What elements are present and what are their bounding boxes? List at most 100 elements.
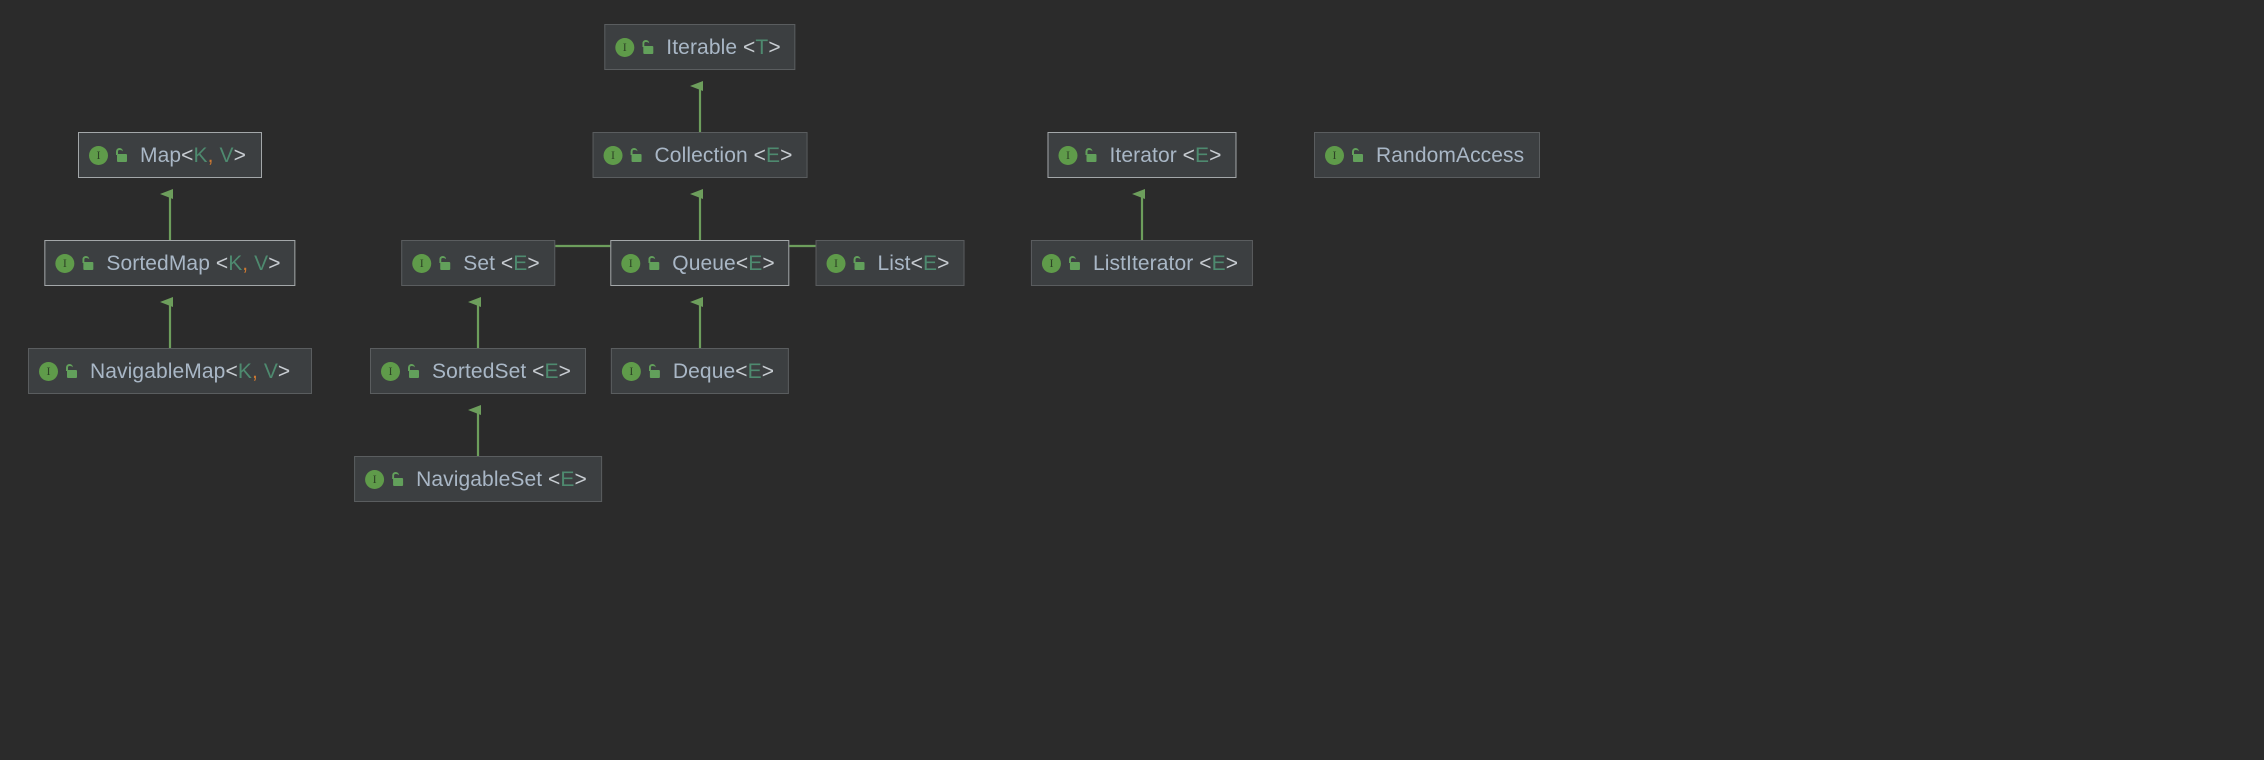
node-icon-group: I	[412, 253, 451, 273]
interface-icon: I	[1058, 145, 1078, 165]
node-icon-group: I	[615, 37, 654, 57]
node-label: NavigableMap<K, V>	[90, 361, 290, 382]
node-icon-group: I	[89, 145, 128, 165]
public-unlocked-icon	[114, 147, 128, 163]
node-type-name: NavigableSet	[416, 467, 543, 491]
generic-open-bracket: <	[1199, 251, 1212, 275]
interface-icon: I	[365, 469, 385, 489]
node-type-name: Collection	[654, 143, 748, 167]
generic-param: E	[544, 359, 559, 383]
public-unlocked-icon	[437, 255, 451, 271]
generic-param: E	[922, 251, 938, 275]
node-type-name: Iterator	[1109, 143, 1177, 167]
public-unlocked-icon	[1350, 147, 1364, 163]
generic-close-bracket: >	[527, 251, 540, 275]
node-sortedset[interactable]: I SortedSet <E>	[370, 348, 586, 394]
node-type-name: Map	[140, 143, 182, 167]
generic-close-bracket: >	[233, 143, 246, 167]
interface-icon: I	[55, 253, 75, 273]
public-unlocked-icon	[1067, 255, 1081, 271]
public-unlocked-icon	[406, 363, 420, 379]
public-unlocked-icon	[646, 255, 660, 271]
node-map[interactable]: I Map<K, V>	[78, 132, 262, 178]
node-type-name: NavigableMap	[90, 359, 226, 383]
generic-param: E	[1195, 143, 1210, 167]
node-set[interactable]: I Set <E>	[401, 240, 555, 286]
node-listiterator[interactable]: I ListIterator <E>	[1030, 240, 1254, 286]
public-unlocked-icon	[390, 471, 404, 487]
generic-open-bracket: <	[548, 467, 561, 491]
generic-param: E	[1211, 251, 1226, 275]
node-iterator[interactable]: I Iterator <E>	[1047, 132, 1237, 178]
generic-param: E	[560, 467, 575, 491]
node-type-name: RandomAccess	[1376, 143, 1525, 167]
generic-close-bracket: >	[277, 359, 291, 383]
node-icon-group: I	[381, 361, 420, 381]
generic-param: K	[228, 251, 243, 275]
interface-icon: I	[39, 361, 58, 381]
generic-close-bracket: >	[1209, 143, 1222, 167]
interface-icon: I	[615, 37, 635, 57]
node-type-name: List	[877, 251, 911, 275]
generic-open-bracket: <	[181, 143, 194, 167]
node-label: Queue<E>	[672, 253, 774, 274]
node-type-name: Set	[463, 251, 496, 275]
node-label: Iterator <E>	[1109, 145, 1221, 166]
node-icon-group: I	[1325, 145, 1364, 165]
node-type-name: Deque	[672, 359, 736, 383]
public-unlocked-icon	[629, 147, 643, 163]
generic-close-bracket: >	[780, 143, 793, 167]
generic-comma: ,	[242, 251, 249, 275]
node-type-name: ListIterator	[1092, 251, 1194, 275]
node-label: Set <E>	[463, 253, 540, 274]
public-unlocked-icon	[64, 363, 78, 379]
generic-open-bracket: <	[735, 251, 749, 275]
generic-spacer	[495, 252, 501, 275]
generic-param: V	[263, 359, 278, 383]
node-deque[interactable]: I Deque<E>	[610, 348, 790, 394]
node-label: SortedSet <E>	[432, 361, 571, 382]
node-label: SortedMap <K, V>	[106, 253, 280, 274]
node-icon-group: I	[603, 145, 643, 165]
generic-open-bracket: <	[532, 359, 545, 383]
node-icon-group: I	[826, 253, 866, 273]
node-label: Deque<E>	[673, 361, 774, 382]
generic-open-bracket: <	[500, 251, 514, 275]
node-label: Collection <E>	[655, 145, 793, 166]
public-unlocked-icon	[80, 255, 94, 271]
node-icon-group: I	[1041, 253, 1081, 273]
interface-icon: I	[621, 361, 641, 381]
node-label: Map<K, V>	[140, 145, 246, 166]
node-icon-group: I	[621, 361, 661, 381]
generic-open-bracket: <	[225, 359, 238, 383]
generic-param: E	[747, 359, 762, 383]
node-type-name: SortedSet	[432, 359, 527, 383]
generic-close-bracket: >	[768, 35, 781, 59]
node-collection[interactable]: I Collection <E>	[592, 132, 808, 178]
node-randomaccess[interactable]: I RandomAccess	[1314, 132, 1540, 178]
generic-close-bracket: >	[268, 251, 281, 275]
public-unlocked-icon	[1083, 147, 1097, 163]
generic-comma: ,	[207, 143, 214, 167]
generic-open-bracket: <	[1182, 143, 1196, 167]
generic-param: T	[755, 35, 769, 59]
public-unlocked-icon	[647, 363, 661, 379]
node-sortedmap[interactable]: I SortedMap <K, V>	[44, 240, 296, 286]
node-label: ListIterator <E>	[1093, 253, 1238, 274]
generic-open-bracket: <	[215, 251, 229, 275]
generic-param: E	[513, 251, 528, 275]
node-navigablemap[interactable]: I NavigableMap<K, V>	[28, 348, 312, 394]
interface-icon: I	[1041, 253, 1061, 273]
node-type-name: SortedMap	[106, 251, 210, 275]
generic-close-bracket: >	[761, 359, 775, 383]
generic-param: E	[748, 251, 763, 275]
interface-icon: I	[603, 145, 623, 165]
interface-icon: I	[826, 253, 846, 273]
public-unlocked-icon	[640, 39, 654, 55]
public-unlocked-icon	[852, 255, 866, 271]
